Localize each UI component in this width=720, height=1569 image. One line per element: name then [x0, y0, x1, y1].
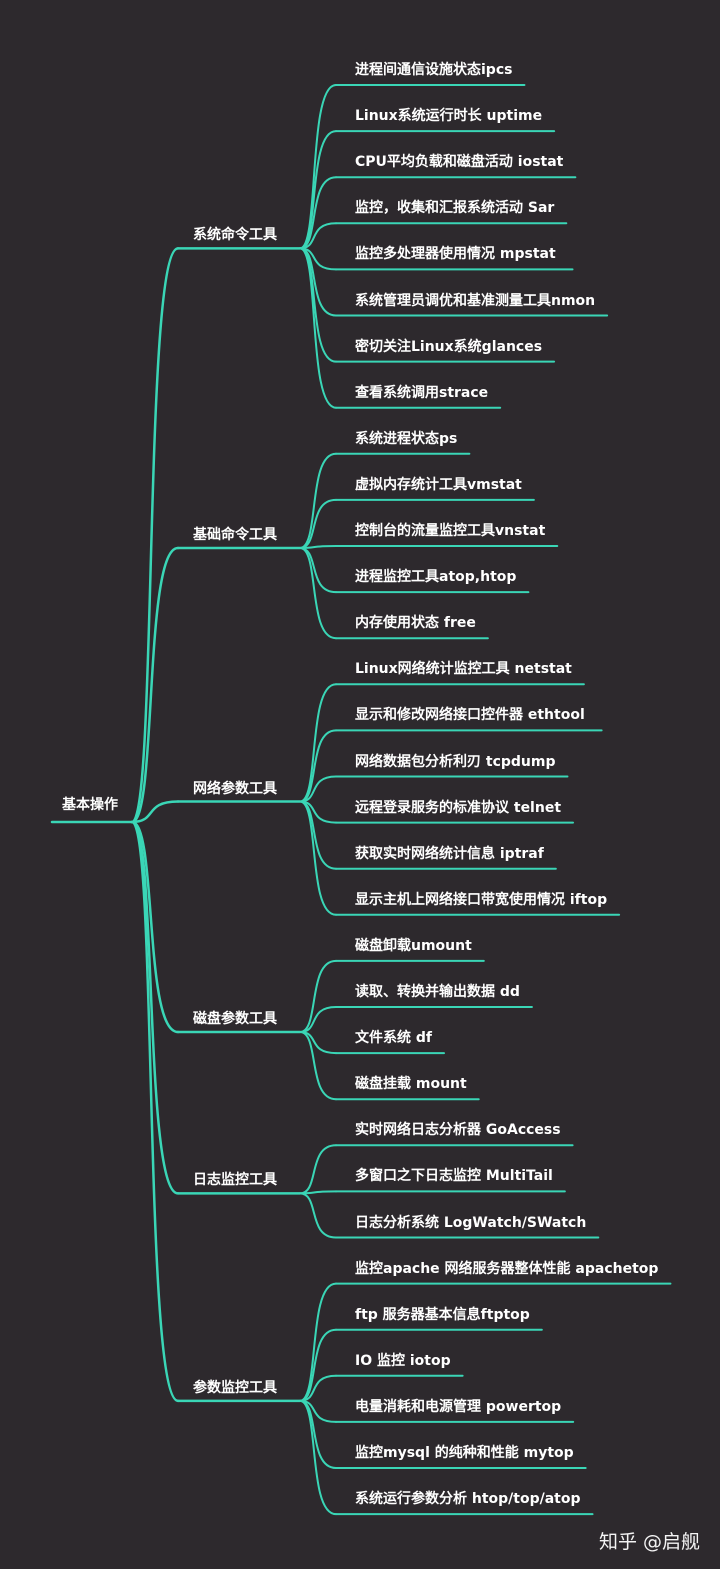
connector-line [299, 1399, 337, 1516]
leaf-label: 系统进程状态ps [355, 430, 458, 447]
branch-label: 磁盘参数工具 [193, 1011, 277, 1028]
connector-line [299, 498, 337, 549]
leaf-label: 文件系统 df [355, 1030, 432, 1047]
leaf-label: 远程登录服务的标准协议 telnet [355, 799, 562, 816]
watermark: 知乎 @启舰 [598, 1531, 700, 1553]
leaf-label: 读取、转换并输出数据 dd [355, 984, 520, 1000]
leaf-label: 磁盘挂载 mount [355, 1076, 467, 1093]
leaf-label: 监控，收集和汇报系统活动 Sar [355, 200, 555, 217]
leaf-label: 进程间通信设施状态ipcs [355, 62, 513, 78]
connector-line [299, 547, 337, 594]
leaf-label: IO 监控 iotop [355, 1352, 451, 1369]
connector-line [299, 247, 337, 409]
connector-line [299, 800, 337, 916]
leaf-label: 系统运行参数分析 htop/top/atop [355, 1491, 581, 1508]
leaf-label: 实时网络日志分析器 GoAccess [355, 1122, 561, 1139]
branch-label: 参数监控工具 [193, 1379, 277, 1396]
leaf-label: 系统管理员调优和基准测量工具nmon [355, 292, 596, 309]
leaf-label: ftp 服务器基本信息ftptop [355, 1306, 530, 1323]
connector-line [299, 1006, 337, 1034]
leaf-label: 显示主机上网络接口带宽使用情况 iftop [355, 891, 608, 908]
leaf-label: Linux系统运行时长 uptime [355, 108, 543, 125]
leaf-label: 内存使用状态 free [355, 615, 476, 632]
connector-line [299, 176, 337, 250]
connector-line [130, 820, 180, 1195]
leaf-label: 显示和修改网络接口控件器 ethtool [355, 707, 585, 724]
root-node-label: 基本操作 [62, 797, 118, 813]
connector-line [299, 130, 337, 250]
connector-line [299, 452, 337, 549]
leaf-label: CPU平均负载和磁盘活动 iostat [355, 154, 564, 171]
connector-line [299, 1192, 337, 1239]
connector-line [299, 1328, 337, 1402]
connector-line [130, 820, 180, 1403]
connector-line [299, 775, 337, 803]
leaf-label: 监控多处理器使用情况 mpstat [355, 246, 556, 263]
connector-line [299, 222, 337, 250]
connector-line [299, 959, 337, 1034]
connector-line [299, 1031, 337, 1101]
branch-label: 网络参数工具 [193, 780, 277, 797]
leaf-label: 查看系统调用strace [355, 384, 489, 401]
connector-line [299, 547, 337, 640]
leaf-label: 获取实时网络统计信息 iptraf [355, 845, 544, 862]
leaf-label: 电量消耗和电源管理 powertop [355, 1398, 562, 1415]
leaf-label: Linux网络统计监控工具 netstat [355, 661, 572, 678]
connector-line [299, 1374, 337, 1402]
leaf-label: 磁盘卸载umount [355, 937, 472, 954]
branch-label: 基础命令工具 [193, 527, 277, 543]
connector-line [299, 800, 337, 870]
connector-line [299, 1282, 337, 1402]
leaf-label: 密切关注Linux系统glances [355, 338, 543, 355]
leaf-label: 多窗口之下日志监控 MultiTail [355, 1168, 553, 1185]
connector-line [130, 820, 180, 1034]
leaf-label: 控制台的流量监控工具vnstat [355, 523, 546, 539]
connector-line [299, 683, 337, 803]
leaf-label: 进程监控工具atop,htop [355, 569, 517, 586]
branch-label: 系统命令工具 [193, 227, 277, 244]
connector-line [299, 1399, 337, 1469]
leaf-label: 网络数据包分析利刃 tcpdump [355, 753, 556, 770]
connector-line [130, 546, 180, 824]
leaf-label: 监控mysql 的纯种和性能 mytop [355, 1445, 574, 1461]
leaf-label: 虚拟内存统计工具vmstat [355, 476, 522, 493]
connector-line [299, 247, 337, 363]
connector-line [130, 247, 180, 824]
connector-line [130, 800, 180, 824]
connector-line [299, 247, 337, 317]
connector-line [299, 729, 337, 803]
branch-label: 日志监控工具 [193, 1172, 277, 1189]
leaf-label: 监控apache 网络服务器整体性能 apachetop [355, 1260, 659, 1277]
connector-line [299, 1144, 337, 1195]
leaf-label: 日志分析系统 LogWatch/SWatch [355, 1214, 587, 1231]
